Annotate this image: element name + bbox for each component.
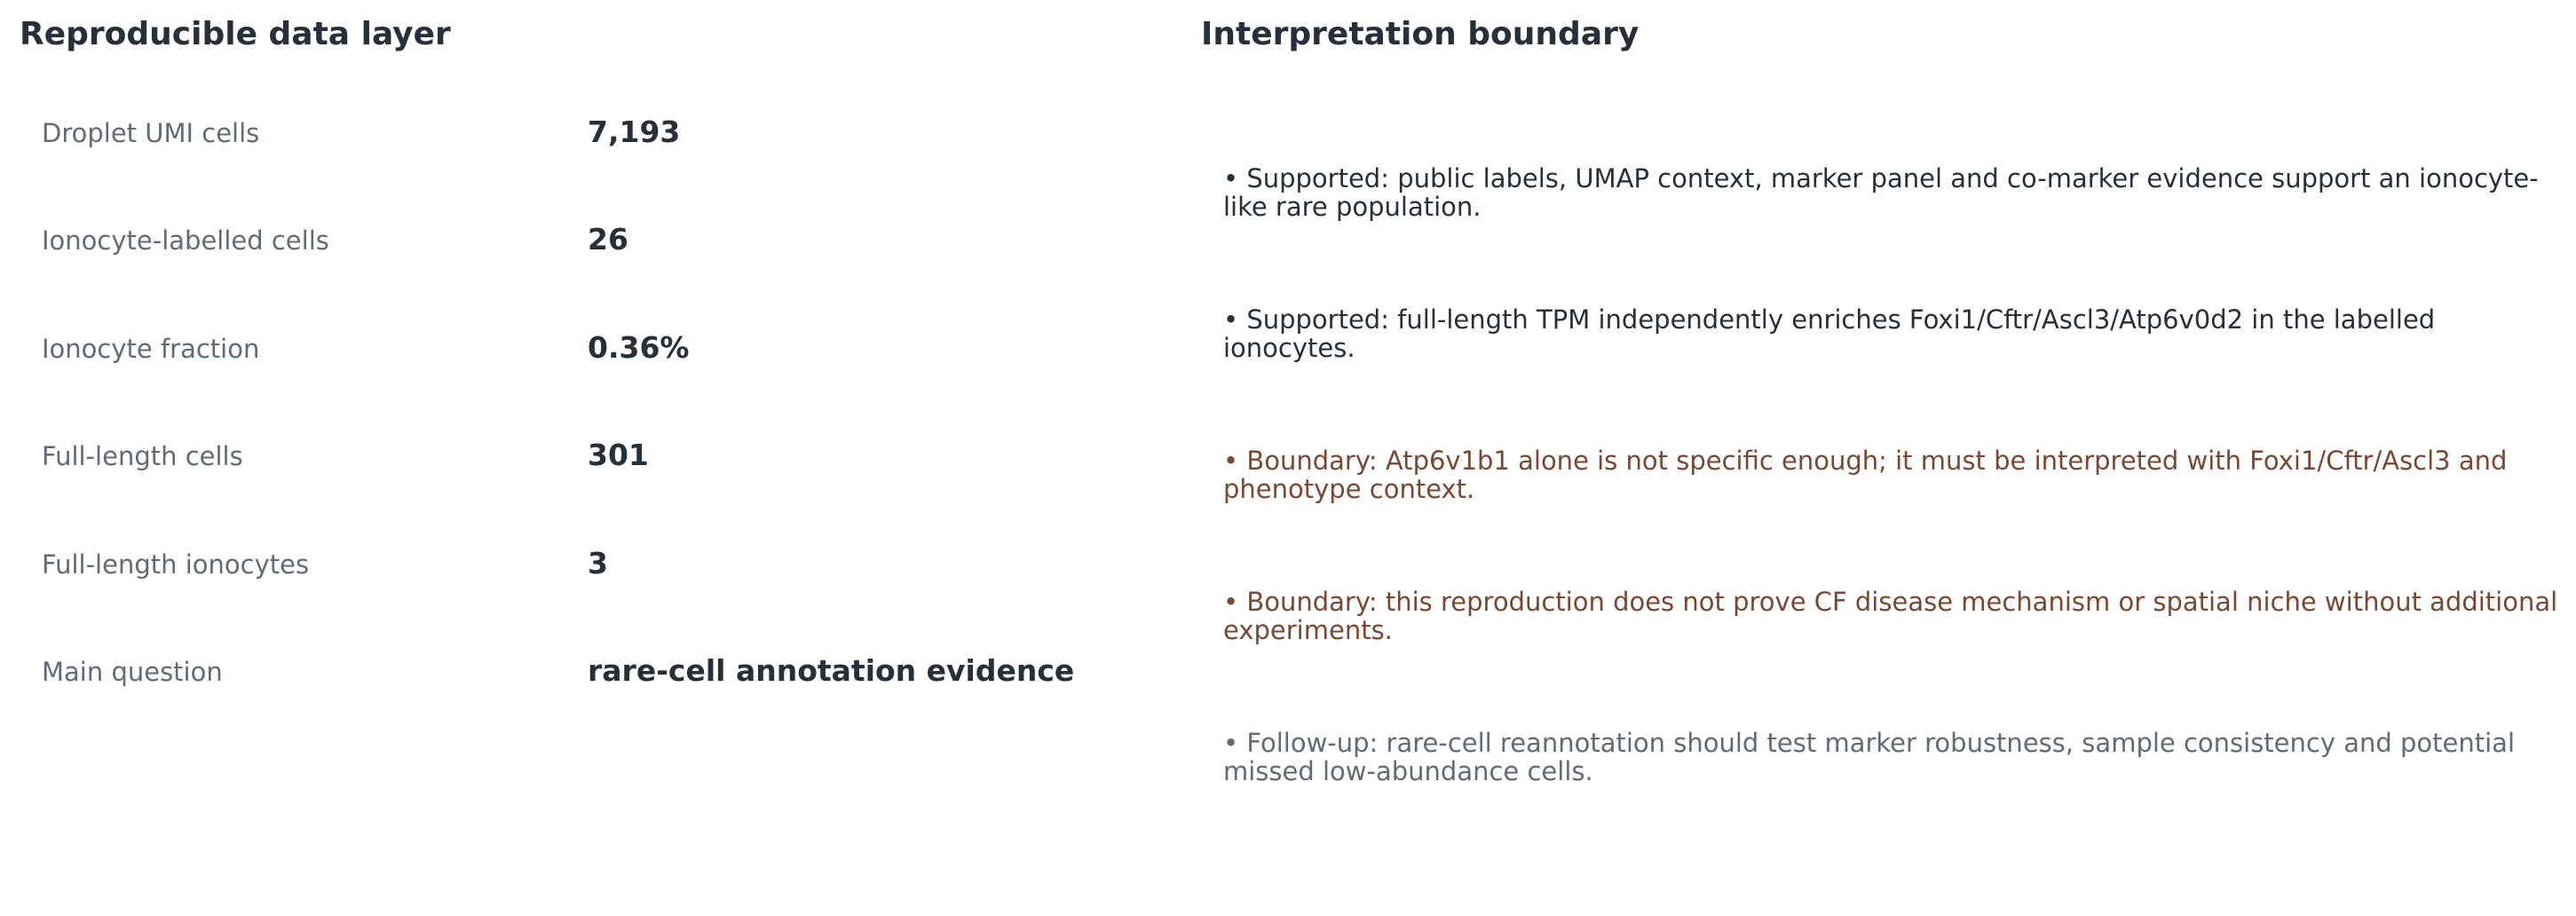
- metric-label-full-length-ionocytes: Full-length ionocytes: [42, 549, 310, 580]
- data-layer-title: Reproducible data layer: [20, 16, 451, 52]
- interpretation-boundary-title: Interpretation boundary: [1201, 16, 1640, 52]
- metric-label-droplet-umi-cells: Droplet UMI cells: [42, 118, 260, 148]
- metric-label-main-question: Main question: [42, 657, 223, 687]
- metric-value-full-length-ionocytes: 3: [588, 546, 608, 580]
- metric-value-main-question: rare-cell annotation evidence: [588, 653, 1075, 688]
- metric-label-ionocyte-fraction: Ionocyte fraction: [42, 334, 260, 364]
- boundary-bullet-atp6v1b1: • Boundary: Atp6v1b1 alone is not specif…: [1223, 446, 2508, 504]
- supported-bullet-full-length-tpm: • Supported: full-length TPM independent…: [1223, 304, 2436, 363]
- followup-bullet-rare-cell-reannotation: • Follow-up: rare-cell reannotation shou…: [1223, 728, 2515, 786]
- metric-label-ionocyte-labelled-cells: Ionocyte-labelled cells: [42, 225, 329, 256]
- boundary-bullet-cf-mechanism: • Boundary: this reproduction does not p…: [1223, 587, 2558, 645]
- supported-bullet-umap-context: • Supported: public labels, UMAP context…: [1223, 163, 2539, 222]
- metric-label-full-length-cells: Full-length cells: [42, 441, 243, 471]
- metric-value-droplet-umi-cells: 7,193: [588, 114, 681, 149]
- metric-value-full-length-cells: 301: [588, 438, 649, 472]
- metric-value-ionocyte-labelled-cells: 26: [588, 222, 628, 257]
- metric-value-ionocyte-fraction: 0.36%: [588, 330, 690, 365]
